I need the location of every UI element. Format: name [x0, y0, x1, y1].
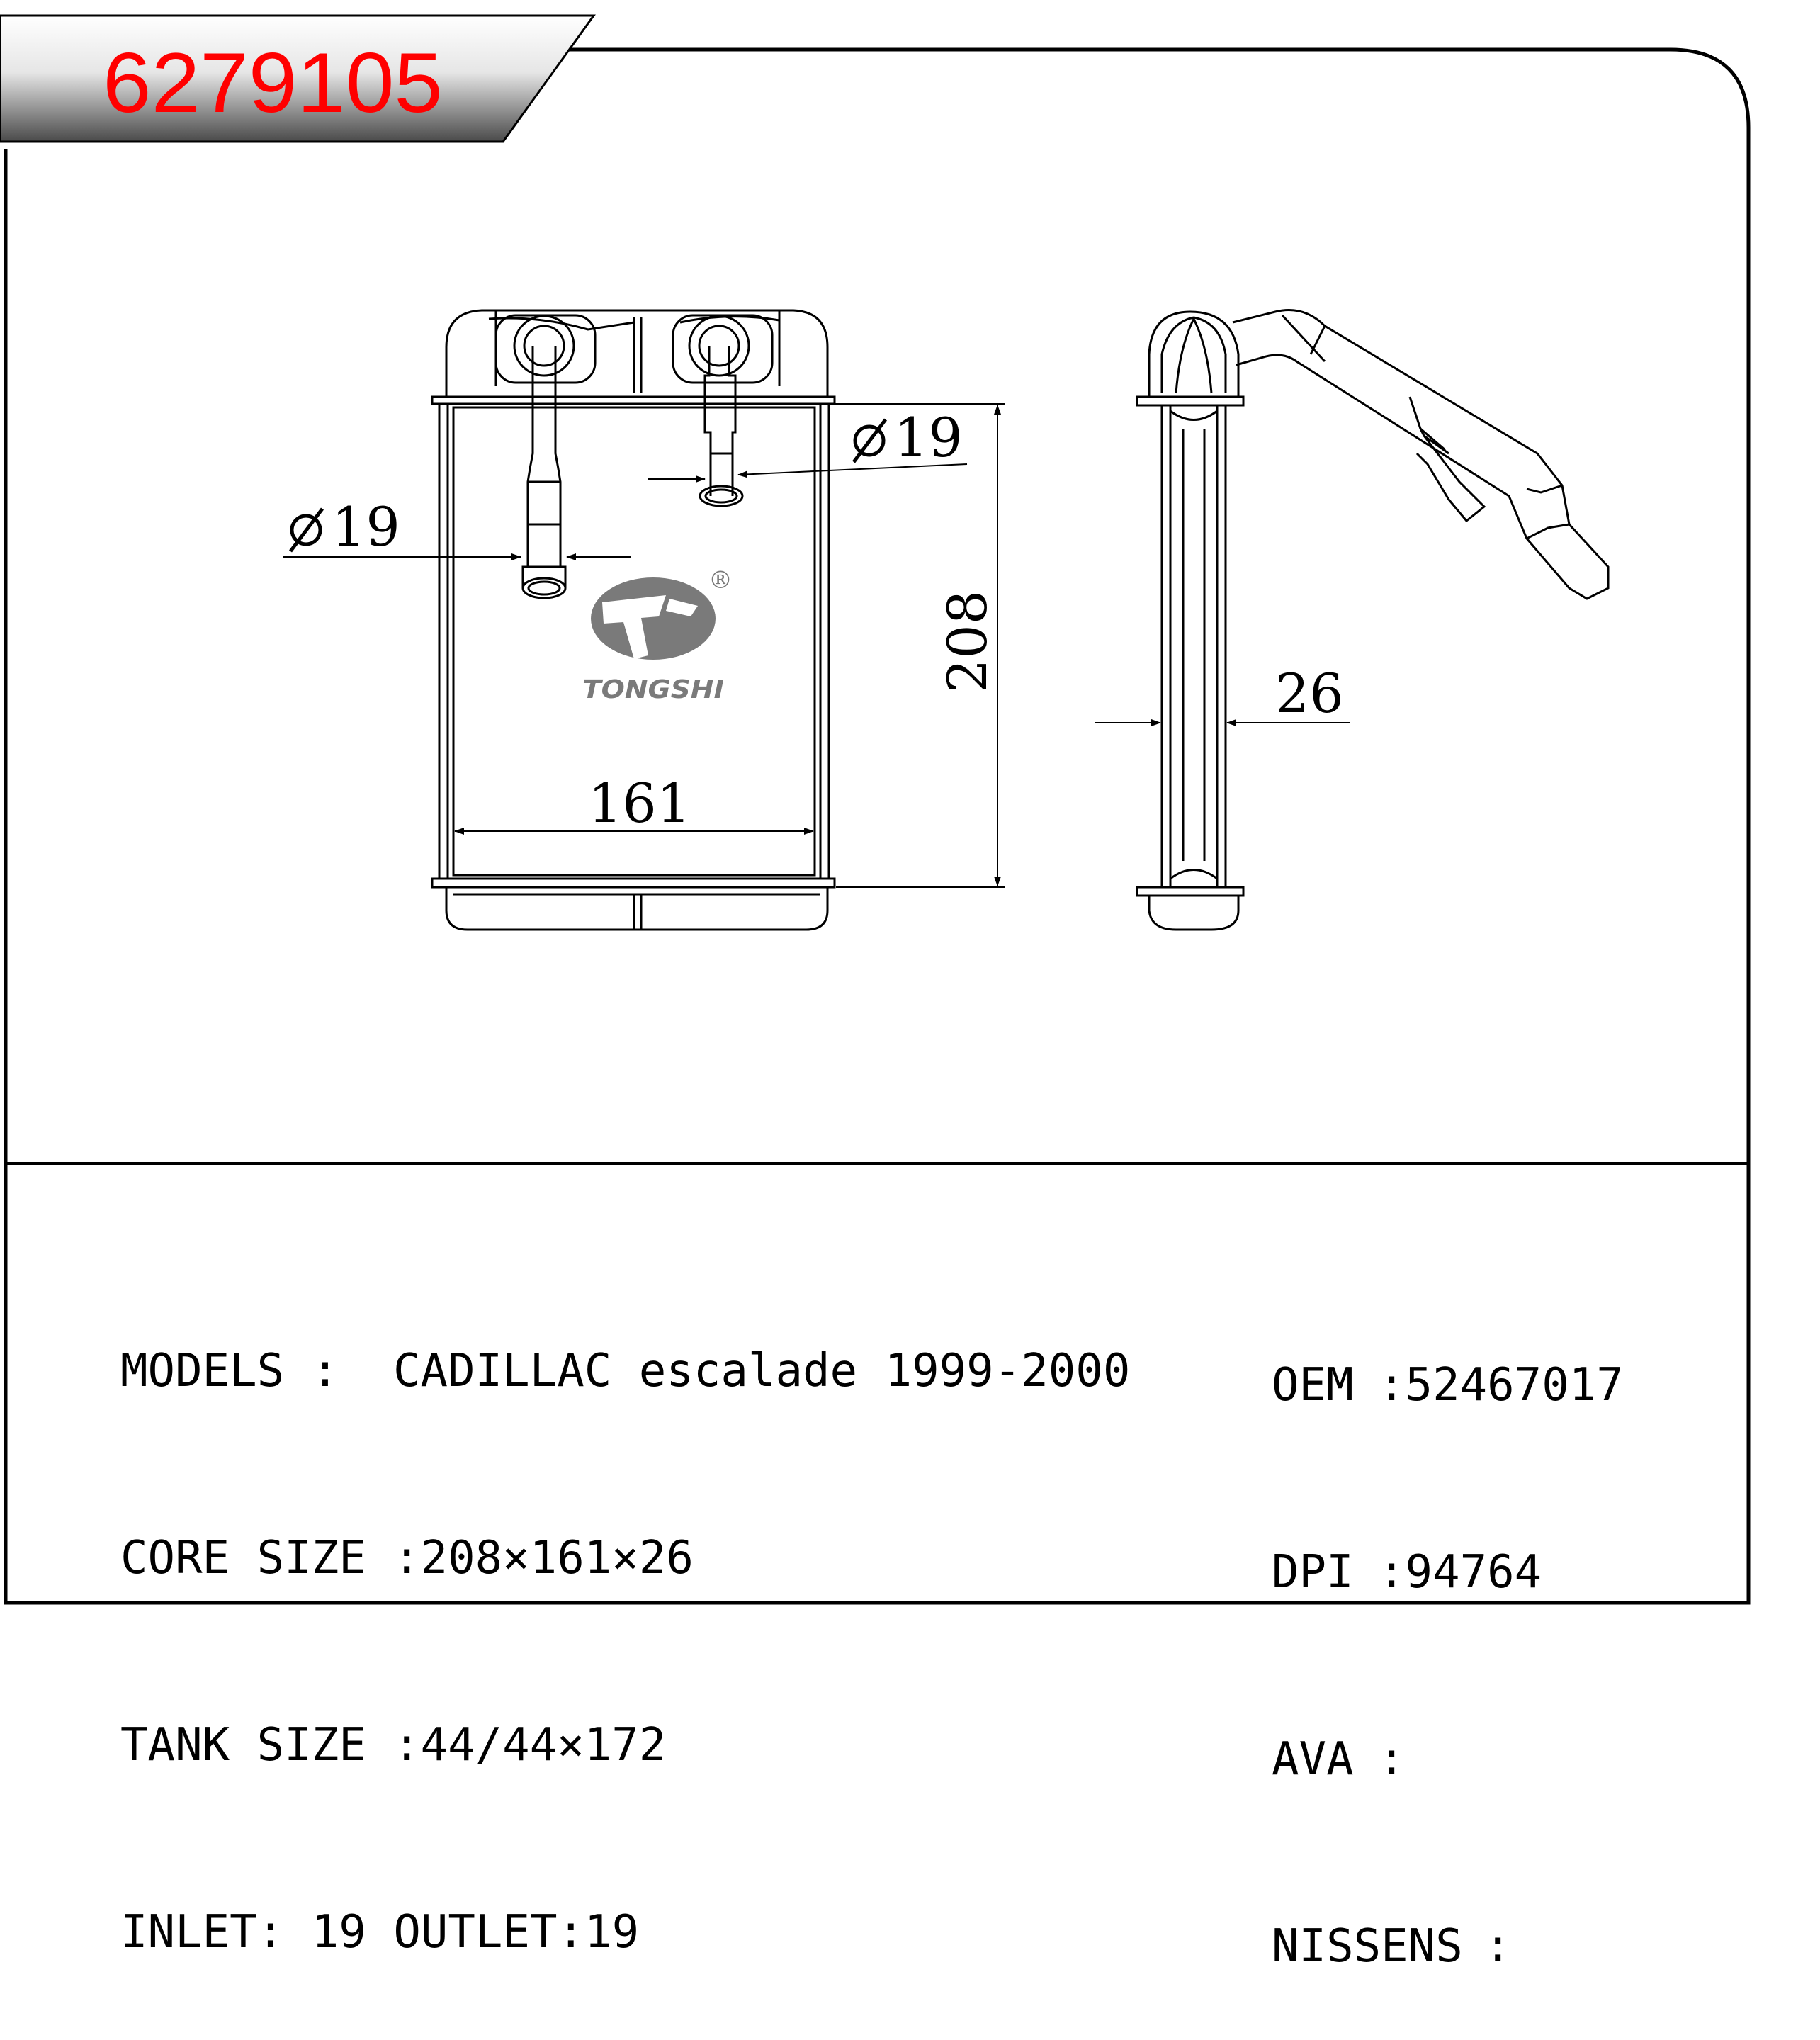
core-width-label: 161: [588, 772, 691, 835]
front-dimensions: [283, 403, 1005, 888]
specs-left: MODELS :CADILLAC escalade 1999-2000 CORE…: [120, 1215, 1130, 2026]
models-row: MODELS :CADILLAC escalade 1999-2000: [120, 1345, 1131, 1397]
oem-row: OEM:52467017: [1272, 1359, 1624, 1411]
outlet-pipe: [703, 346, 737, 496]
core-depth-label: 26: [1275, 662, 1344, 725]
core: [452, 406, 816, 877]
ports-row: INLET: 19 OUTLET:19: [120, 1906, 640, 1959]
nissens-row: NISSENS:: [1272, 1920, 1512, 1973]
drawing-canvas: 6279105: [0, 14, 1751, 1605]
outlet-diameter-value: 19: [894, 406, 963, 469]
logo-registered-mark: ®: [708, 566, 733, 594]
part-number: 6279105: [103, 35, 443, 130]
product-sheet: 6279105: [0, 14, 1751, 1973]
top-tank: [445, 309, 829, 398]
inlet-pipe: [521, 346, 567, 588]
core-size-row: CORE SIZE:208×161×26: [120, 1532, 694, 1584]
side-view: [1136, 309, 1610, 931]
dpi-row: DPI:94764: [1272, 1546, 1542, 1599]
front-view: [431, 309, 836, 931]
side-pipes: [1232, 309, 1610, 600]
brand-logo: ® TONGSHI: [582, 566, 733, 704]
inlet-diameter-value: 19: [332, 495, 400, 558]
specs-right: OEM:52467017 DPI:94764 AVA: NISSENS:: [1272, 1229, 1624, 2040]
outlet-diameter-label: 19: [852, 406, 963, 469]
core-height-label: 208: [936, 590, 999, 693]
bottom-tank: [445, 886, 829, 931]
inlet-diameter-label: 19: [289, 495, 400, 558]
tank-size-row: TANK SIZE:44/44×172: [120, 1719, 667, 1771]
header-tab: [0, 14, 596, 143]
ava-row: AVA:: [1272, 1733, 1406, 1786]
outer-frame: [4, 47, 1751, 1605]
logo-name: TONGSHI: [582, 675, 724, 704]
